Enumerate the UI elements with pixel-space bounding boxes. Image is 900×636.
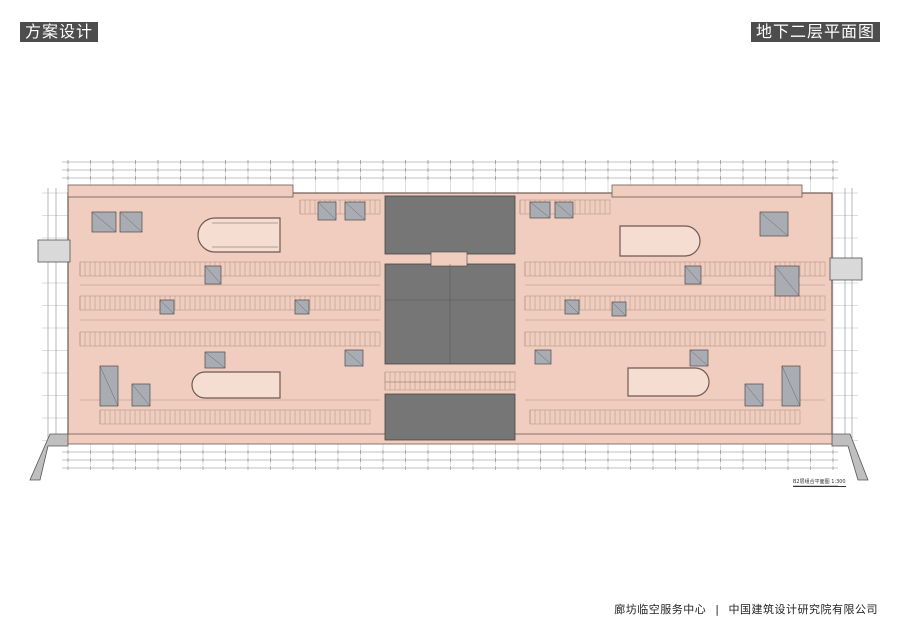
core-cross xyxy=(781,365,801,407)
core-cross xyxy=(564,299,580,315)
core-cross xyxy=(159,299,175,315)
section-tag: 方案设计 xyxy=(20,22,99,42)
drawing-scale-label: B2层组合平面图 1:300 xyxy=(793,479,846,487)
core-cross xyxy=(744,383,764,407)
core-cross xyxy=(99,365,119,407)
core-cross xyxy=(204,351,226,369)
footer-separator: | xyxy=(715,603,720,616)
core-cross xyxy=(554,201,574,219)
parking-stalls xyxy=(79,199,826,425)
core-cross xyxy=(534,349,552,365)
service-cores xyxy=(91,201,801,407)
core-cross xyxy=(131,383,151,407)
core-cross xyxy=(204,265,222,285)
core-cross xyxy=(344,201,366,221)
drawing-title: 地下二层平面图 xyxy=(750,22,880,42)
core-cross xyxy=(529,201,551,219)
core-cross xyxy=(344,349,364,367)
dimension-lines xyxy=(47,160,853,470)
footer: 廊坊临空服务中心 | 中国建筑设计研究院有限公司 xyxy=(614,601,878,617)
core-cross xyxy=(91,211,117,233)
core-cross xyxy=(689,349,709,367)
curved-ramps xyxy=(191,217,710,399)
project-name: 廊坊临空服务中心 xyxy=(614,603,707,616)
firm-name: 中国建筑设计研究院有限公司 xyxy=(728,603,878,616)
core-cross xyxy=(294,299,310,315)
core-cross xyxy=(684,265,702,285)
central-void xyxy=(384,195,516,441)
core-cross xyxy=(774,265,800,297)
core-cross xyxy=(119,211,143,233)
core-cross xyxy=(759,211,789,237)
core-cross xyxy=(611,301,627,317)
core-cross xyxy=(317,201,337,221)
